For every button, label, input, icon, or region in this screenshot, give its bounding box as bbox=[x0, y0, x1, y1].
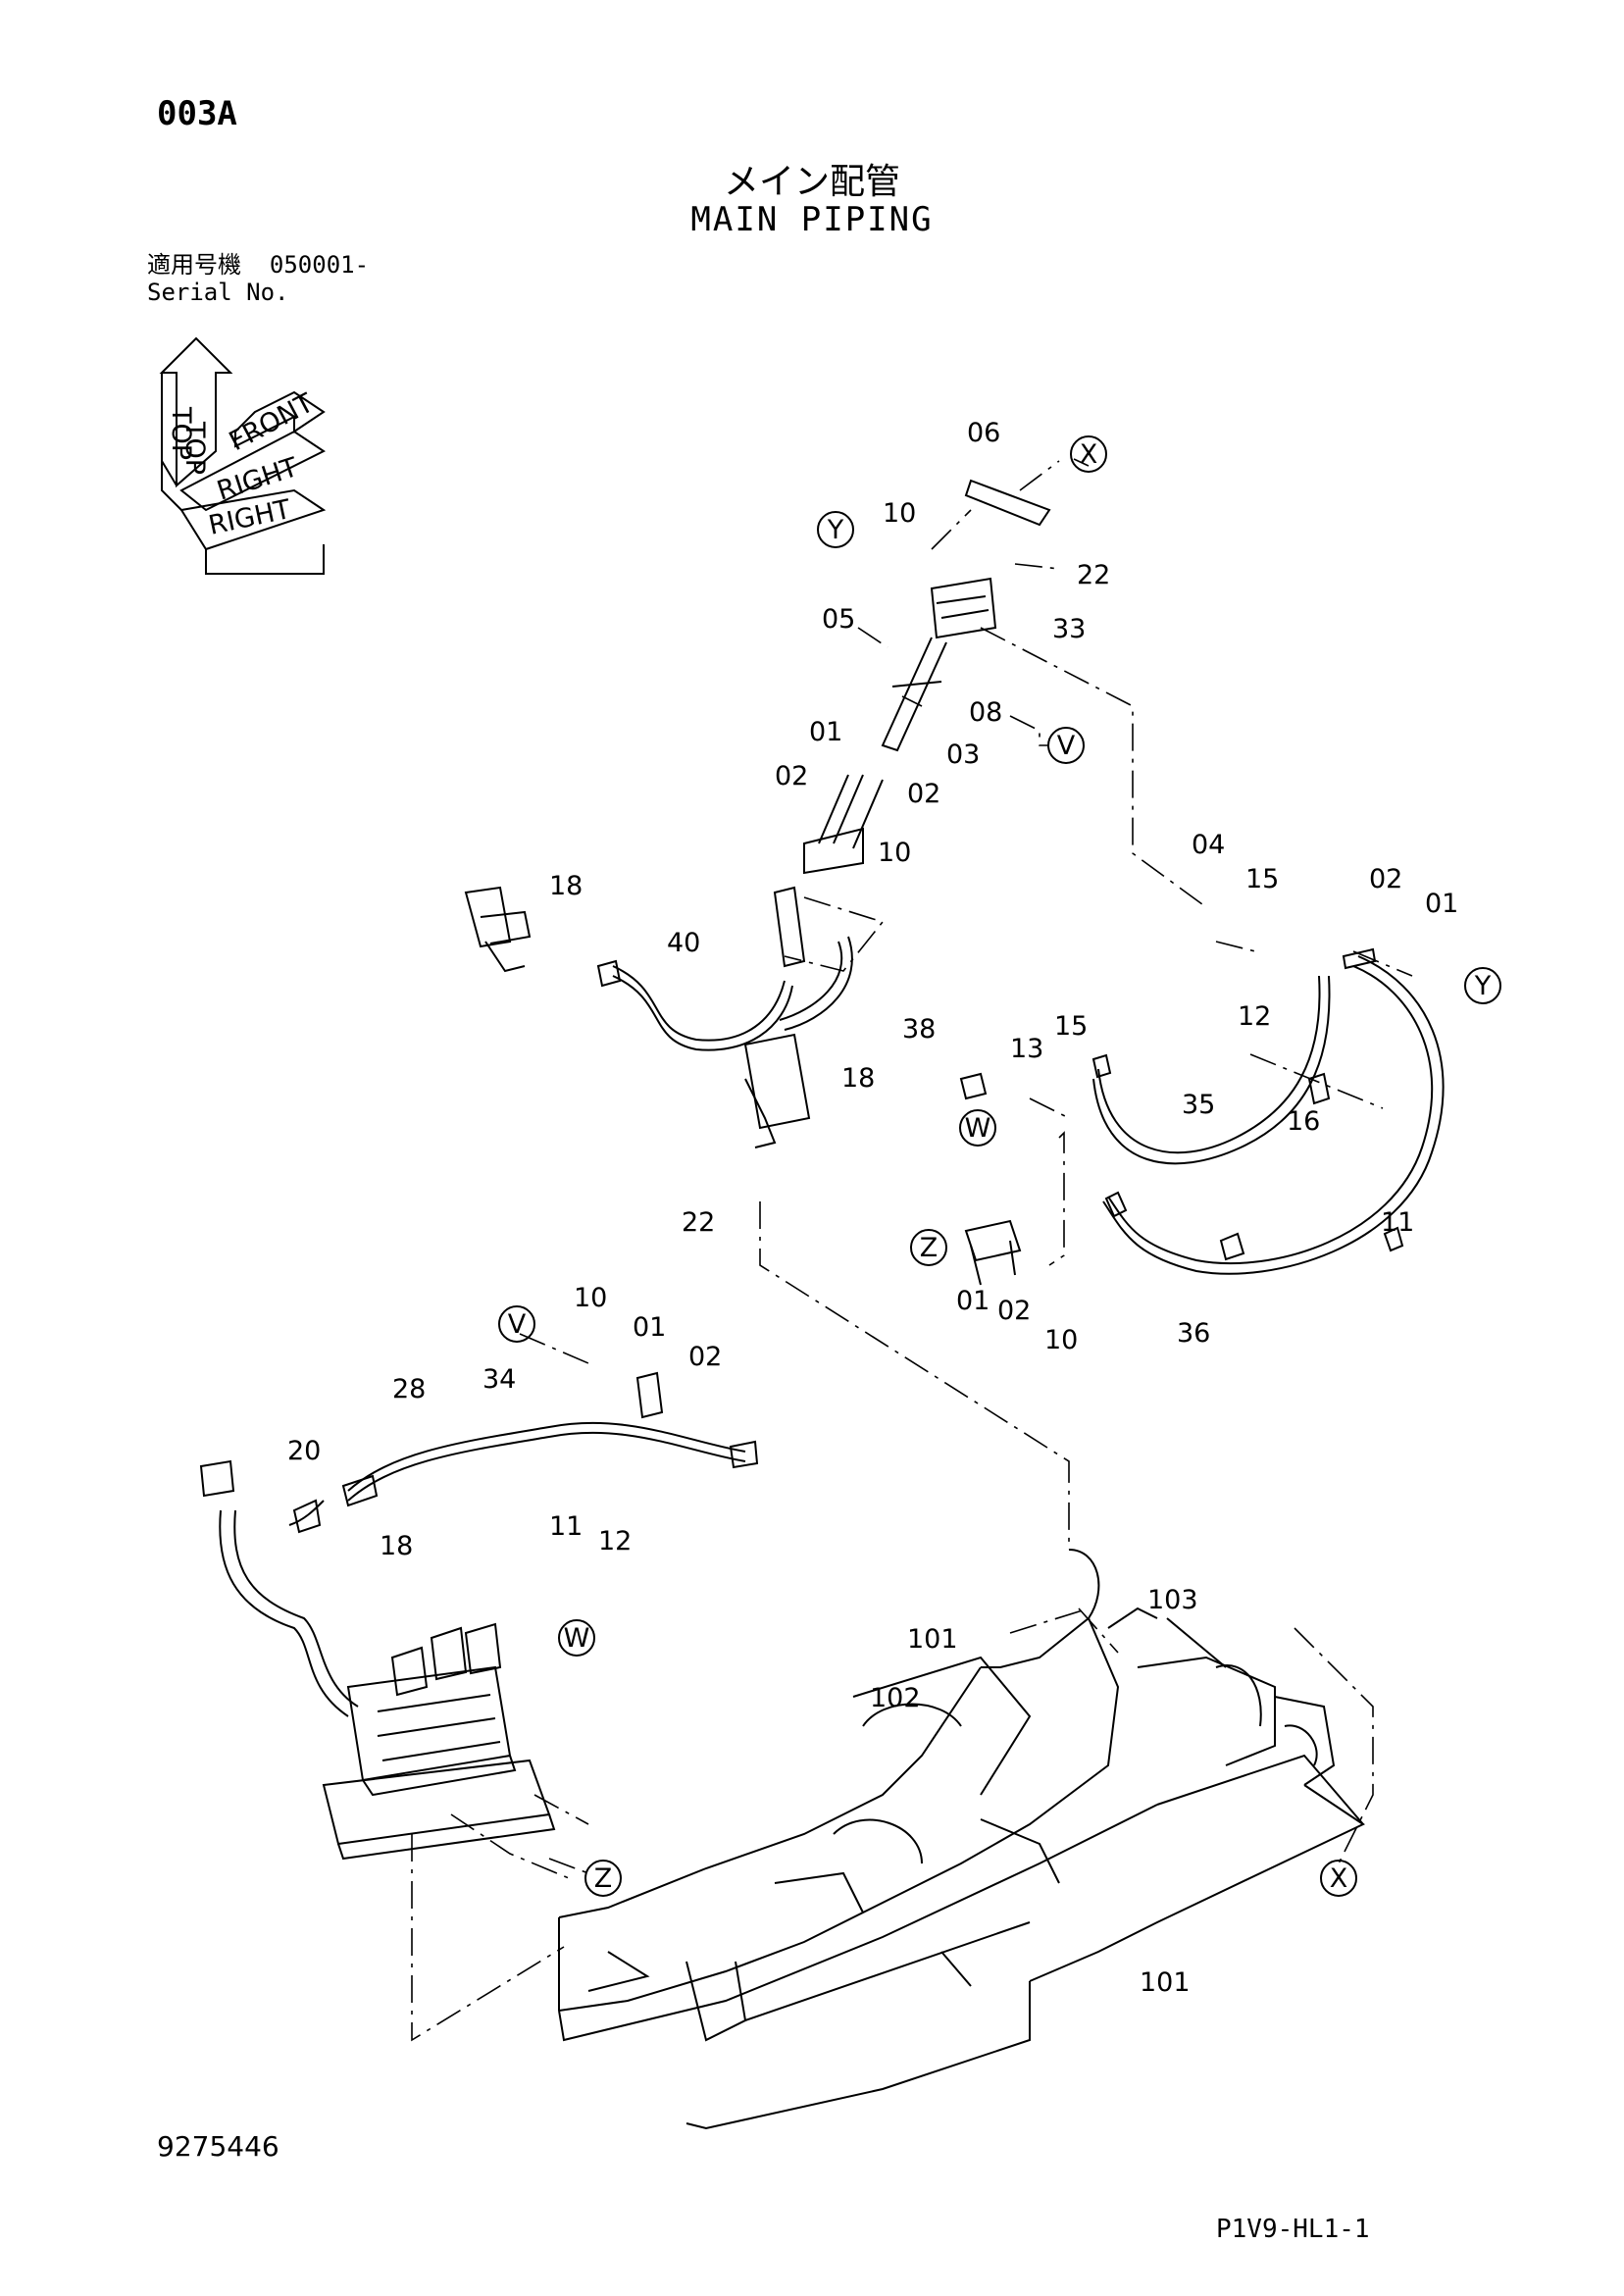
callout-x-top-letter: X bbox=[1080, 439, 1098, 470]
guide-lines bbox=[411, 458, 1413, 2042]
part-label: 01 bbox=[1425, 889, 1458, 919]
part-label: 35 bbox=[1182, 1090, 1215, 1120]
part-label: 34 bbox=[482, 1364, 516, 1395]
part-label: 01 bbox=[956, 1286, 990, 1316]
part-label: 38 bbox=[902, 1014, 936, 1045]
serial-value: 050001- bbox=[269, 251, 370, 279]
part-label: 16 bbox=[1287, 1106, 1320, 1137]
callout-z-left-letter: Z bbox=[594, 1863, 613, 1894]
callout-circles bbox=[498, 435, 1501, 1897]
part-label: 10 bbox=[878, 838, 911, 868]
part-label: 28 bbox=[392, 1374, 426, 1404]
serial-number-block: 適用号機 050001- Serial No. bbox=[147, 251, 369, 306]
part-label: 02 bbox=[1369, 864, 1402, 894]
part-label: 05 bbox=[822, 604, 855, 635]
orientation-top-label-2: TOP bbox=[166, 406, 196, 460]
part-label: 40 bbox=[667, 928, 700, 958]
callout-z-left bbox=[584, 1860, 622, 1897]
part-label: 18 bbox=[841, 1063, 875, 1094]
part-label: 15 bbox=[1245, 864, 1279, 894]
part-label: 02 bbox=[688, 1342, 722, 1372]
part-label: 36 bbox=[1177, 1318, 1210, 1349]
part-label: 12 bbox=[598, 1526, 632, 1556]
part-label: 11 bbox=[549, 1511, 583, 1542]
sheet-id: P1V9-HL1-1 bbox=[1216, 2215, 1370, 2244]
part-label: 12 bbox=[1238, 1001, 1271, 1032]
part-label: 06 bbox=[967, 418, 1000, 448]
valve-assembly bbox=[773, 479, 1051, 968]
part-label: 13 bbox=[1010, 1034, 1043, 1064]
control-valve bbox=[322, 1622, 556, 1861]
part-label: 03 bbox=[946, 740, 980, 770]
orientation-front-label: FRONT bbox=[225, 387, 319, 457]
page-title: MAIN PIPING bbox=[690, 200, 934, 239]
part-label: 10 bbox=[1044, 1325, 1078, 1355]
fittings bbox=[199, 947, 1404, 1534]
hoses bbox=[219, 936, 1445, 1717]
orientation-top-label: TOP bbox=[179, 421, 210, 475]
part-label: 103 bbox=[1147, 1585, 1198, 1615]
part-label: 101 bbox=[907, 1624, 958, 1655]
part-label: 22 bbox=[682, 1207, 715, 1238]
part-label: 01 bbox=[809, 717, 842, 747]
callout-y-right-letter: Y bbox=[1474, 971, 1492, 1001]
part-label: 02 bbox=[997, 1296, 1031, 1326]
callout-x-bottom bbox=[1320, 1860, 1357, 1897]
page-title-japanese: メイン配管 bbox=[723, 162, 900, 202]
callout-v-top bbox=[1047, 727, 1085, 764]
part-label: 102 bbox=[870, 1683, 921, 1713]
callout-w-left-letter: W bbox=[564, 1623, 590, 1654]
part-label: 04 bbox=[1192, 830, 1225, 860]
callout-v-top-letter: V bbox=[1057, 731, 1076, 761]
part-label: 18 bbox=[380, 1531, 413, 1561]
callout-x-top bbox=[1070, 435, 1107, 473]
part-label: 10 bbox=[883, 498, 916, 529]
part-labels: 06 10 22 05 33 08 03 01 02 02 10 04 15 0… bbox=[287, 418, 1458, 1998]
brackets bbox=[464, 886, 1022, 1419]
part-label: 02 bbox=[907, 779, 940, 809]
page-code: 003A bbox=[157, 94, 237, 133]
callout-w-mid-letter: W bbox=[965, 1113, 991, 1144]
part-label: 33 bbox=[1052, 614, 1086, 644]
part-label: 101 bbox=[1140, 1967, 1191, 1998]
part-label: 15 bbox=[1054, 1011, 1088, 1042]
callout-y-right bbox=[1464, 967, 1501, 1004]
part-label: 20 bbox=[287, 1436, 321, 1466]
callout-y-top-letter: Y bbox=[827, 515, 844, 545]
part-label: 10 bbox=[574, 1283, 607, 1313]
drawing-number: 9275446 bbox=[157, 2130, 279, 2163]
callout-w-mid bbox=[959, 1109, 996, 1147]
callout-w-left bbox=[558, 1619, 595, 1657]
orientation-indicator: TOP TOP FRONT RIGHT RIGHT bbox=[159, 336, 327, 575]
machine-frame bbox=[558, 1549, 1366, 2130]
part-label: 02 bbox=[775, 761, 808, 791]
serial-label-jp: 適用号機 bbox=[147, 251, 241, 279]
callout-z-mid bbox=[910, 1229, 947, 1266]
orientation-right-label: RIGHT bbox=[214, 452, 302, 507]
serial-label-en: Serial No. bbox=[147, 279, 289, 306]
part-label: 08 bbox=[969, 697, 1002, 728]
part-label: 22 bbox=[1077, 560, 1110, 590]
part-label: 18 bbox=[549, 871, 583, 901]
callout-y-top bbox=[817, 511, 854, 548]
part-label: 01 bbox=[633, 1312, 666, 1343]
part-label: 11 bbox=[1381, 1207, 1414, 1238]
callout-v-left bbox=[498, 1305, 535, 1343]
callout-x-bottom-letter: X bbox=[1330, 1863, 1348, 1894]
callout-z-mid-letter: Z bbox=[920, 1233, 939, 1263]
callout-v-left-letter: V bbox=[508, 1309, 527, 1340]
callout-letters: X Y V Y W Z V W Z X bbox=[508, 439, 1492, 1894]
